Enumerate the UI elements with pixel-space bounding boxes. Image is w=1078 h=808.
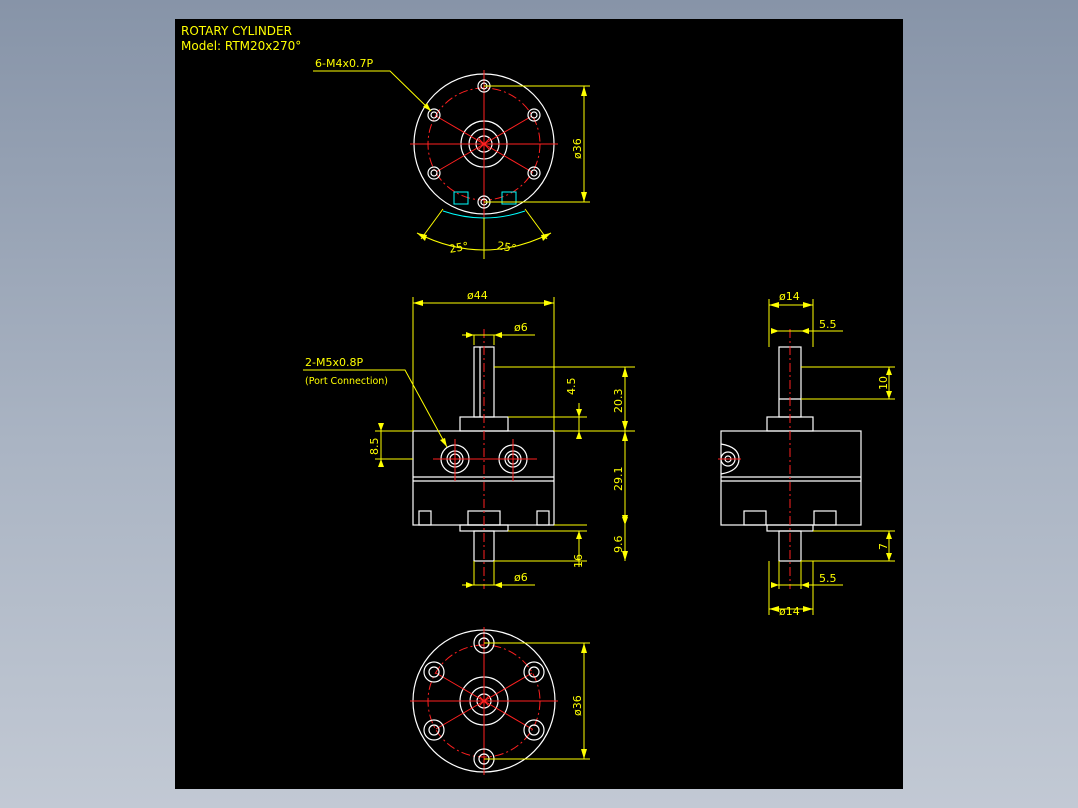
port-height-dim	[375, 425, 413, 465]
front-view: ø44 ø6 ø6 2-M5x0.8P (Port Connection) 8.…	[303, 289, 635, 589]
side-body	[720, 430, 862, 526]
top-hole-leader	[313, 70, 432, 112]
top-view-diagonals	[435, 115, 533, 173]
side-shaft-bottom	[778, 530, 802, 562]
side-bottom-flat-label: 7	[877, 543, 890, 550]
bottom-dia-dim-lines	[484, 642, 590, 760]
front-shaft-top-label: ø6	[514, 321, 528, 334]
front-width-dim	[412, 297, 555, 431]
front-shaft-bottom	[473, 530, 495, 562]
port-note: (Port Connection)	[305, 376, 388, 387]
port-callout: 2-M5x0.8P	[305, 356, 363, 369]
front-shaft-bottom-label: ø6	[514, 571, 528, 584]
front-width-label: ø44	[467, 289, 488, 302]
front-right-extension-lines	[494, 366, 635, 562]
angle-extension-lines	[420, 208, 548, 259]
side-top-flat-label: 10	[877, 376, 890, 390]
side-bottom-offset-label: 5.5	[819, 572, 837, 585]
top-hole-callout: 6-M4x0.7P	[315, 57, 373, 70]
top-view-hidden-port-right	[501, 191, 517, 205]
model-label: Model: RTM20x270°	[181, 39, 301, 53]
dim-bottom-step-label: 9.6	[612, 536, 625, 554]
angle-right-label: 25°	[496, 239, 517, 255]
drawing-sheet: ROTARY CYLINDER Model: RTM20x270° 6-M4x0…	[175, 19, 903, 789]
top-view-hidden-port-left	[453, 191, 469, 205]
angle-left-label: 25°	[448, 240, 469, 256]
side-top-offset-label: 5.5	[819, 318, 837, 331]
bottom-diameter-label: ø36	[571, 695, 584, 716]
bottom-view-axes	[410, 627, 558, 775]
port-leader	[303, 369, 448, 448]
top-dia-dim-lines	[484, 85, 590, 203]
cad-drawing: ROTARY CYLINDER Model: RTM20x270° 6-M4x0…	[181, 24, 895, 775]
front-port-centers	[433, 439, 537, 481]
port-height-label: 8.5	[368, 438, 381, 456]
dim-top-step-label: 4.5	[565, 378, 578, 396]
top-diameter-label: ø36	[571, 138, 584, 159]
dim-body-label: 29.1	[612, 467, 625, 492]
drawing-title: ROTARY CYLINDER	[181, 24, 292, 38]
dim-bottom-total-label: 16	[572, 554, 585, 568]
top-view: 6-M4x0.7P ø36 25° 25°	[313, 57, 590, 259]
side-top-dia-label: ø14	[779, 290, 800, 303]
side-view: ø14 5.5 10 7 5.5 ø14	[718, 290, 895, 618]
side-bottom-dia-label: ø14	[779, 605, 800, 618]
bottom-view: ø36	[410, 627, 590, 775]
dim-top-total-label: 20.3	[612, 389, 625, 414]
